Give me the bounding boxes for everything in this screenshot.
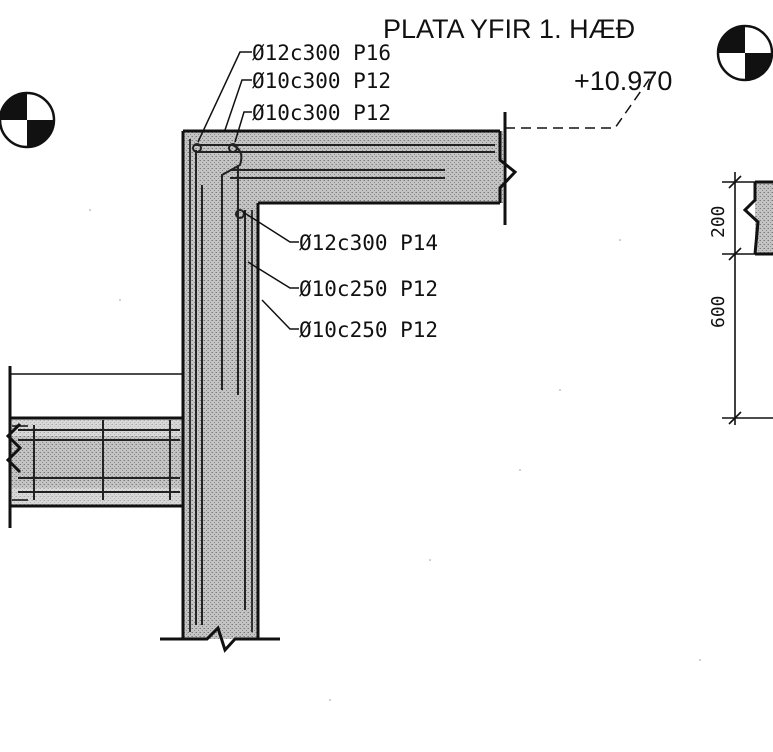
callout-wall-2: Ø10c250 P12	[299, 277, 438, 301]
scan-noise	[89, 209, 701, 701]
rebar-callouts-top: Ø12c300 P16 Ø10c300 P12 Ø10c300 P12	[197, 41, 391, 143]
concrete-section	[5, 112, 518, 653]
wall-concrete	[183, 131, 258, 639]
section-marker-icon	[716, 24, 773, 82]
rebar-callouts-wall: Ø12c300 P14 Ø10c250 P12 Ø10c250 P12	[242, 211, 438, 342]
callout-top-2: Ø10c300 P12	[252, 69, 391, 93]
lower-slab-outline	[8, 366, 183, 528]
slab-outline	[183, 129, 518, 205]
elevation-label: +10.970	[574, 66, 672, 96]
rebar	[18, 143, 495, 625]
dimension-600: 600	[708, 295, 729, 328]
right-partial-section: 200 600	[708, 172, 773, 425]
dimension-200: 200	[708, 205, 729, 238]
callout-wall-1: Ø12c300 P14	[299, 231, 438, 255]
callout-wall-3: Ø10c250 P12	[299, 318, 438, 342]
wall-break	[160, 625, 280, 653]
callout-top-3: Ø10c300 P12	[252, 101, 391, 125]
drawing-title: PLATA YFIR 1. HÆÐ	[383, 14, 635, 44]
wall-outline	[181, 131, 260, 639]
section-marker-icon	[0, 91, 56, 149]
callout-top-1: Ø12c300 P16	[252, 41, 391, 65]
